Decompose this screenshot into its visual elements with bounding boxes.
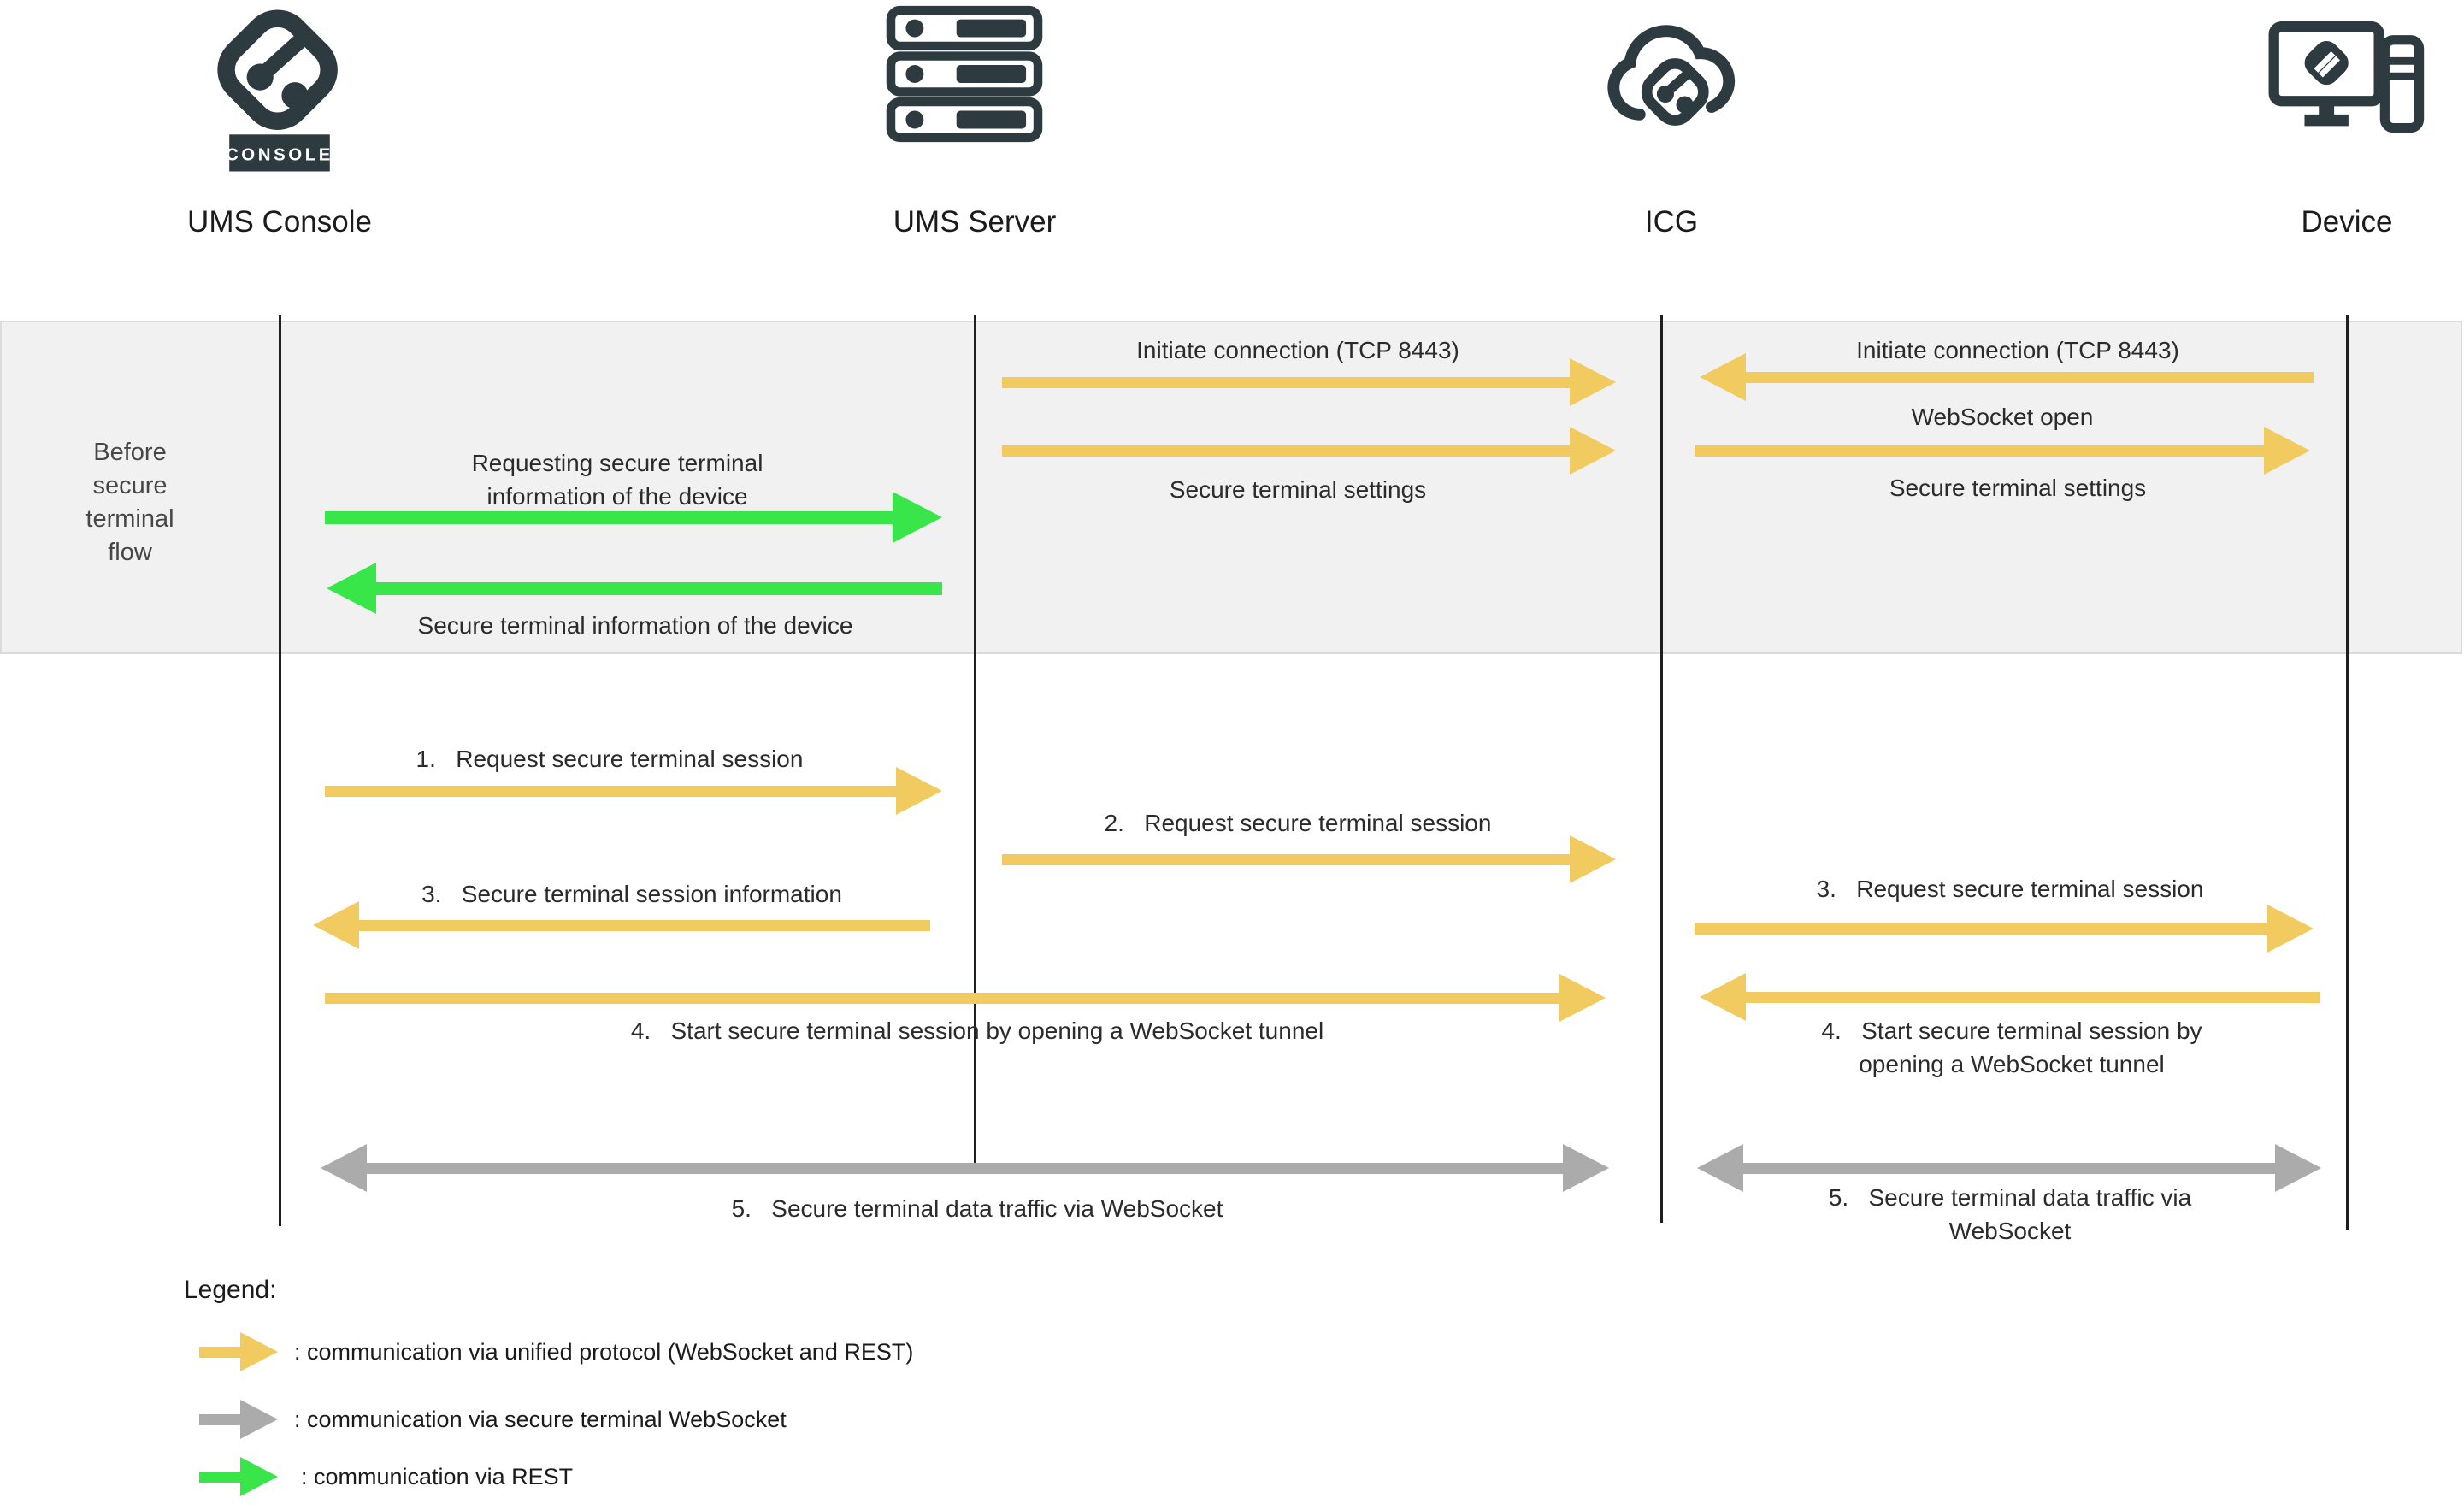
arrow-bar bbox=[1002, 376, 1570, 388]
legend-title: Legend: bbox=[184, 1276, 277, 1304]
msg-step5-left: 5. Secure terminal data traffic via WebS… bbox=[731, 1195, 1223, 1222]
arrow-bar bbox=[1743, 1162, 2275, 1174]
arrow-step4-right bbox=[1700, 971, 2320, 1023]
legend-arrow-unified-icon bbox=[199, 1331, 278, 1372]
arrow-bar bbox=[325, 992, 1559, 1004]
arrow-bar bbox=[1695, 445, 2264, 457]
legend-arrow-secure-ws-icon bbox=[199, 1399, 278, 1440]
arrowhead-left-icon bbox=[1697, 1144, 1743, 1192]
lifeline-ums-server bbox=[974, 315, 976, 1173]
arrow-settings-server-icg bbox=[1002, 425, 1616, 476]
lifeline-ums-console bbox=[279, 315, 281, 1226]
actor-label-ums-console: UMS Console bbox=[187, 205, 372, 239]
arrowhead-right-icon bbox=[240, 1457, 278, 1496]
msg-settings-icg-device: Secure terminal settings bbox=[1889, 475, 2147, 501]
msg-step4-left: 4. Start secure terminal session by open… bbox=[630, 1017, 1324, 1044]
msg-step3-left: 3. Secure terminal session information bbox=[421, 881, 842, 907]
arrowhead-left-icon bbox=[1700, 353, 1746, 401]
device-monitor-icon bbox=[2268, 19, 2431, 139]
arrowhead-right-icon bbox=[2267, 905, 2314, 953]
arrow-step3-left bbox=[313, 900, 930, 951]
arrow-step4-left bbox=[325, 972, 1606, 1023]
server-stack-icon bbox=[885, 4, 1044, 144]
arrow-initiate-device-icg bbox=[1700, 351, 2314, 403]
arrow-initiate-server-icg bbox=[1002, 357, 1616, 408]
arrow-bar bbox=[1695, 923, 2267, 935]
actor-label-device: Device bbox=[2301, 205, 2393, 239]
arrow-bar bbox=[199, 1346, 240, 1358]
arrow-request-info bbox=[325, 492, 942, 543]
arrow-bar bbox=[376, 581, 942, 595]
msg-request-info: Requesting secure terminal information o… bbox=[471, 450, 763, 510]
arrow-bar bbox=[199, 1471, 240, 1483]
icg-cloud-icon bbox=[1599, 7, 1749, 152]
msg-websocket-open: WebSocket open bbox=[1911, 404, 2094, 430]
actor-label-icg: ICG bbox=[1644, 205, 1699, 239]
arrowhead-right-icon bbox=[240, 1400, 278, 1439]
arrow-bar bbox=[1002, 853, 1570, 865]
legend-arrow-rest-icon bbox=[199, 1456, 278, 1497]
arrow-step3-right bbox=[1695, 903, 2314, 954]
arrow-bar bbox=[367, 1162, 1563, 1174]
msg-initiate-server-icg: Initiate connection (TCP 8443) bbox=[1136, 337, 1459, 363]
arrowhead-right-icon bbox=[1563, 1144, 1609, 1192]
arrow-bar bbox=[199, 1413, 240, 1425]
lifeline-icg bbox=[1660, 315, 1663, 1223]
phase-label: Before secure terminal flow bbox=[85, 439, 174, 566]
arrow-bar bbox=[325, 785, 896, 797]
arrowhead-right-icon bbox=[893, 492, 942, 543]
arrow-bar bbox=[1002, 445, 1570, 457]
arrow-step5-left bbox=[321, 1142, 1609, 1194]
arrowhead-left-icon bbox=[1700, 973, 1746, 1021]
arrowhead-right-icon bbox=[1570, 358, 1616, 406]
arrowhead-right-icon bbox=[1570, 835, 1616, 883]
arrowhead-left-icon bbox=[321, 1144, 367, 1192]
arrowhead-right-icon bbox=[1559, 974, 1606, 1022]
arrowhead-right-icon bbox=[240, 1332, 278, 1371]
arrow-bar bbox=[325, 510, 893, 524]
legend-label-rest: : communication via REST bbox=[301, 1464, 574, 1489]
arrow-bar bbox=[359, 919, 930, 931]
arrowhead-right-icon bbox=[2264, 427, 2310, 475]
arrowhead-right-icon bbox=[2275, 1144, 2321, 1192]
msg-step3-right: 3. Request secure terminal session bbox=[1816, 876, 2204, 902]
arrow-settings-icg-device bbox=[1695, 425, 2310, 476]
arrowhead-right-icon bbox=[896, 767, 942, 815]
arrow-step5-right bbox=[1697, 1142, 2321, 1194]
arrow-step2 bbox=[1002, 834, 1616, 885]
arrow-step1 bbox=[325, 765, 942, 817]
arrow-info-response bbox=[327, 563, 942, 614]
arrow-bar bbox=[1746, 991, 2320, 1003]
ums-console-logo-icon: CONSOLE bbox=[203, 5, 357, 174]
msg-step1: 1. Request secure terminal session bbox=[416, 746, 804, 772]
legend-label-unified: : communication via unified protocol (We… bbox=[294, 1339, 914, 1365]
msg-initiate-device-icg: Initiate connection (TCP 8443) bbox=[1856, 337, 2179, 363]
msg-step5-right: 5. Secure terminal data traffic via WebS… bbox=[1828, 1184, 2192, 1244]
msg-step4-right: 4. Start secure terminal session by open… bbox=[1821, 1017, 2202, 1077]
actor-label-ums-server: UMS Server bbox=[893, 205, 1057, 239]
console-badge-text: CONSOLE bbox=[226, 145, 333, 164]
msg-info-response: Secure terminal information of the devic… bbox=[417, 612, 853, 639]
arrow-bar bbox=[1746, 371, 2314, 383]
legend-label-secure-ws: : communication via secure terminal WebS… bbox=[294, 1407, 787, 1432]
arrowhead-right-icon bbox=[1570, 427, 1616, 475]
msg-step2: 2. Request secure terminal session bbox=[1104, 810, 1492, 836]
arrowhead-left-icon bbox=[327, 563, 376, 614]
lifeline-device bbox=[2346, 315, 2349, 1230]
msg-settings-server-icg: Secure terminal settings bbox=[1169, 476, 1427, 503]
arrowhead-left-icon bbox=[313, 901, 359, 949]
